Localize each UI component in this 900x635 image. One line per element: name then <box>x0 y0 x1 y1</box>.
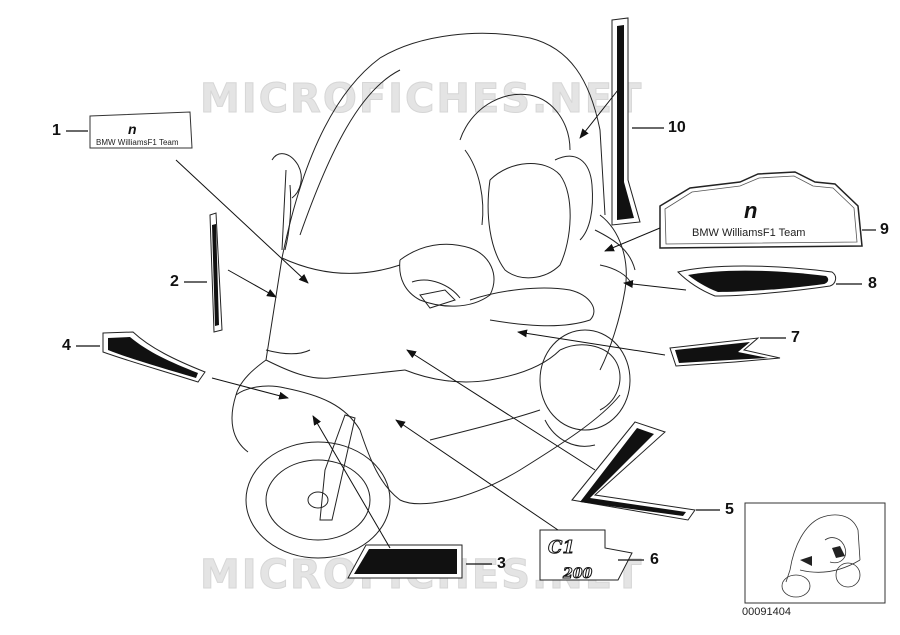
decal-1-text: BMW WilliamsF1 Team <box>96 138 179 147</box>
callout-6: 6 <box>650 551 659 568</box>
callout-2: 2 <box>170 273 179 290</box>
decal-8-lens <box>677 265 837 297</box>
decal-1-team-banner: n BMW WilliamsF1 Team <box>89 111 193 149</box>
callout-1: 1 <box>52 122 61 139</box>
callout-ticks <box>66 127 876 565</box>
decal-6-c1-badge: C1 200 <box>539 529 633 583</box>
callout-9: 9 <box>880 221 889 238</box>
decal-4-swoosh <box>102 331 206 383</box>
decal-6-c1-text: C1 <box>548 537 575 558</box>
part-number-label: 00091404 <box>742 606 791 618</box>
decal-7-wedge <box>669 337 781 367</box>
leader-lines <box>175 89 687 549</box>
callout-8: 8 <box>868 275 877 292</box>
decal-9-logo-icon: n <box>744 198 757 223</box>
callout-4: 4 <box>62 337 71 354</box>
decal-2-strip <box>209 212 223 333</box>
callout-5: 5 <box>725 501 734 518</box>
thumbnail-overview <box>744 502 886 604</box>
decal-1-logo-icon: n <box>128 121 137 137</box>
watermark-top: MICROFICHES.NET <box>200 76 643 122</box>
decal-9-team-panel: n BMW WilliamsF1 Team <box>659 171 863 249</box>
callout-7: 7 <box>791 329 800 346</box>
decal-5-chevron <box>571 421 696 521</box>
decal-10-pillar <box>611 17 641 226</box>
decal-6-200-text: 200 <box>562 566 592 582</box>
callout-3: 3 <box>497 555 506 572</box>
scooter-outline <box>231 32 636 559</box>
callout-10: 10 <box>668 119 686 136</box>
decal-3-panel <box>347 544 463 579</box>
decal-9-text: BMW WilliamsF1 Team <box>692 227 805 239</box>
